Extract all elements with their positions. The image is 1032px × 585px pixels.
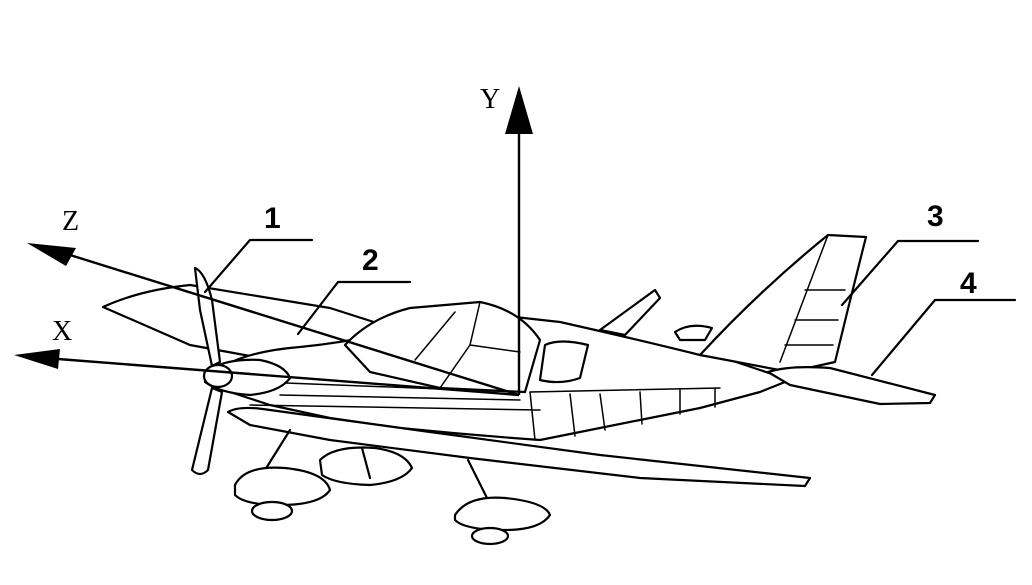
callout-2-leader [296, 280, 412, 336]
x-axis-label: X [52, 316, 72, 347]
x-axis-line [57, 357, 520, 397]
nose-wheel-fairing [233, 466, 332, 507]
z-axis-label: Z [62, 206, 79, 237]
canopy-frame [414, 301, 521, 389]
y-axis-label: Y [480, 84, 500, 115]
x-axis-arrowhead [14, 349, 60, 369]
callout-4-label: 4 [960, 267, 977, 300]
coordinate-axes: Y Z X [14, 84, 533, 397]
propeller-lower-blade [190, 386, 224, 476]
callout-1-leader [203, 238, 314, 294]
right-wing [226, 406, 812, 488]
callouts: 1 2 3 4 [203, 200, 1017, 377]
nose-wheel [250, 500, 294, 522]
callout-4-leader [870, 298, 1017, 377]
callout-2-label: 2 [362, 244, 379, 277]
airplane-drawing [101, 233, 937, 546]
canopy [343, 300, 542, 394]
right-main-fairing [453, 496, 552, 532]
y-axis-arrowhead [505, 86, 533, 134]
side-window [538, 340, 590, 384]
right-main-strut [466, 458, 490, 502]
right-main-wheel [470, 526, 510, 546]
callout-3-leader [840, 239, 980, 307]
vertical-tail [698, 233, 868, 374]
nose-gear-strut [263, 428, 292, 472]
left-main-strut [360, 446, 372, 480]
right-stabilizer [766, 366, 937, 406]
z-axis-arrowhead [27, 243, 76, 266]
callout-1-label: 1 [264, 202, 281, 235]
spinner [202, 363, 234, 389]
callout-3-label: 3 [927, 200, 944, 233]
panel-lines [249, 381, 721, 441]
z-axis-line [69, 253, 520, 397]
dorsal-fin [673, 324, 714, 342]
left-stabilizer [598, 288, 662, 337]
rudder-lines [779, 234, 846, 363]
